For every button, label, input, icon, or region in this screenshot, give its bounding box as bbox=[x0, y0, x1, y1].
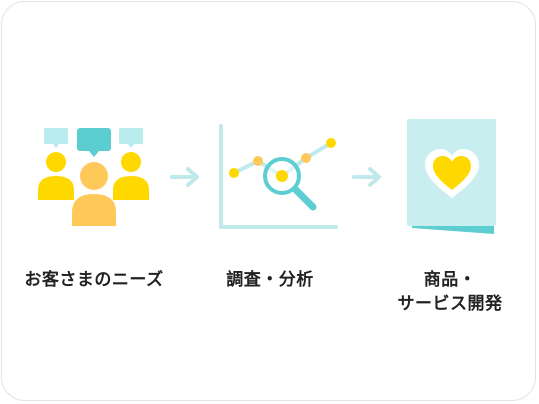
arrow-right-icon bbox=[170, 167, 199, 187]
step-label-customer-needs: お客さまのニーズ bbox=[24, 270, 164, 290]
heart-document-icon bbox=[407, 119, 496, 234]
speech-bubble-center-icon bbox=[77, 128, 111, 157]
analysis-chart-icon bbox=[219, 124, 338, 229]
chart-axes bbox=[219, 124, 338, 229]
chart-point bbox=[301, 153, 311, 163]
step-label-research-analysis: 調査・分析 bbox=[226, 270, 314, 290]
person-center-icon bbox=[72, 162, 116, 226]
step-label-product-development: 商品・ サービス開発 bbox=[362, 268, 538, 316]
step-label-line: 商品・ bbox=[423, 270, 477, 290]
chart-point bbox=[229, 168, 239, 178]
speech-bubble-left-icon bbox=[44, 128, 68, 148]
magnifier-icon bbox=[263, 157, 317, 211]
arrow-right-icon bbox=[352, 167, 381, 187]
speech-bubble-right-icon bbox=[119, 128, 143, 148]
step-label-line: サービス開発 bbox=[397, 294, 503, 314]
customers-needs-icon bbox=[38, 128, 149, 226]
person-left-icon bbox=[38, 152, 74, 200]
chart-point bbox=[326, 138, 336, 148]
person-right-icon bbox=[113, 152, 149, 200]
chart-point bbox=[253, 156, 263, 166]
